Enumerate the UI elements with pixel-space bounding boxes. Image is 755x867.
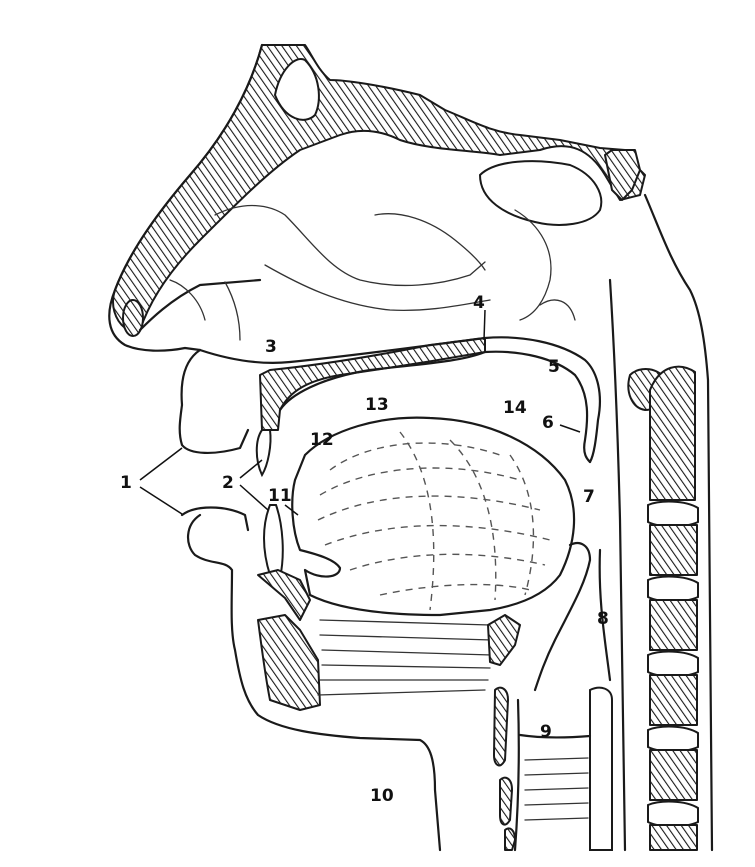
label-2: 2 xyxy=(222,473,234,493)
label-1: 1 xyxy=(120,473,132,493)
label-12: 12 xyxy=(310,430,334,450)
label-4: 4 xyxy=(473,293,485,313)
label-10: 10 xyxy=(370,786,394,806)
label-5: 5 xyxy=(548,357,560,377)
label-14: 14 xyxy=(503,398,527,418)
label-6: 6 xyxy=(542,413,554,433)
larynx xyxy=(494,543,612,850)
label-8: 8 xyxy=(597,609,609,629)
label-13: 13 xyxy=(365,395,389,415)
label-9: 9 xyxy=(540,722,552,742)
nasal-bone xyxy=(113,45,645,336)
label-7: 7 xyxy=(583,487,595,507)
tongue xyxy=(292,418,574,615)
incisors xyxy=(257,430,310,620)
label-3: 3 xyxy=(265,337,277,357)
mandible xyxy=(258,615,520,710)
pharynx-and-spine xyxy=(610,195,712,850)
label-11: 11 xyxy=(268,486,292,506)
